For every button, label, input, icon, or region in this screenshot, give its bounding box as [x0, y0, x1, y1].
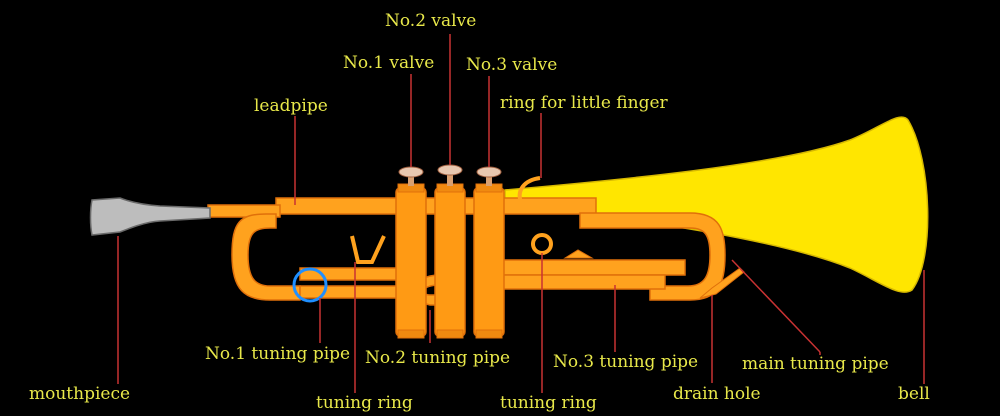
- label-mouthpiece: mouthpiece: [29, 384, 130, 404]
- label-main-tuning-pipe: main tuning pipe: [742, 354, 889, 374]
- valve1-slide-tube-lower: [300, 286, 400, 298]
- main-tuning-slide: [232, 214, 300, 300]
- label-drain-hole: drain hole: [673, 384, 761, 404]
- mouthpiece-shape: [91, 198, 211, 235]
- valve3-tuning-ring: [533, 235, 551, 253]
- valve1-button: [399, 167, 423, 177]
- label-tuning-pipe1: No.1 tuning pipe: [205, 344, 350, 364]
- label-tuning-pipe2: No.2 tuning pipe: [365, 348, 510, 368]
- label-valve3: No.3 valve: [466, 55, 557, 75]
- label-tuning-pipe3: No.3 tuning pipe: [553, 352, 698, 372]
- label-tuning-ring-left: tuning ring: [316, 393, 413, 413]
- valve1-casing: [396, 188, 426, 336]
- lower-main-tube: [495, 260, 685, 275]
- valve3-casing: [474, 188, 504, 336]
- label-bell: bell: [898, 384, 930, 404]
- label-little-finger-ring: ring for little finger: [500, 93, 668, 113]
- label-leadpipe: leadpipe: [254, 96, 328, 116]
- label-tuning-ring-right: tuning ring: [500, 393, 597, 413]
- valve3-slide-tube: [495, 275, 665, 289]
- valve1-tuning-ring: [352, 236, 384, 262]
- valve2-button: [438, 165, 462, 175]
- label-valve1: No.1 valve: [343, 53, 434, 73]
- label-valve2: No.2 valve: [385, 11, 476, 31]
- valve2-casing: [435, 188, 465, 336]
- valve3-button: [477, 167, 501, 177]
